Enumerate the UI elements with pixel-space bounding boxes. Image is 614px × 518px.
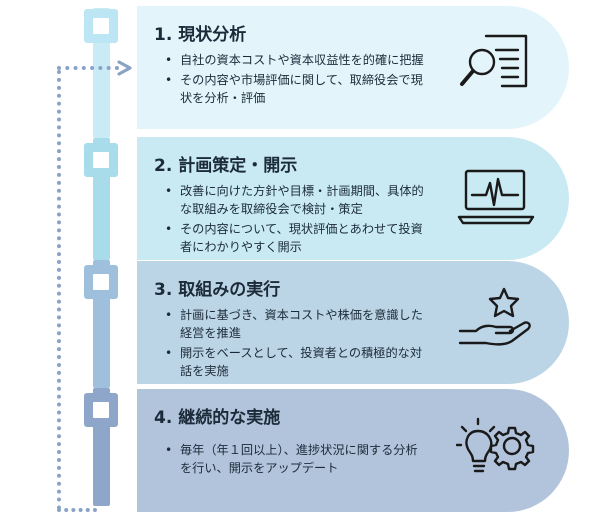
bullet-item: 改善に向けた方針や目標・計画期間、具体的な取組みを取締役会で検討・策定	[163, 182, 428, 218]
bulb-gear-icon	[456, 417, 535, 473]
magnifier-document-icon	[460, 34, 528, 88]
bullet-item: その内容について、現状評価とあわせて投資者にわかりやすく開示	[163, 220, 428, 256]
step-bullets: 計画に基づき、資本コストや株価を意識した経営を推進 開示をベースとして、投資者と…	[163, 306, 428, 382]
step-node-4	[84, 393, 118, 427]
hand-star-icon	[458, 287, 531, 346]
step-card-2: 2. 計画策定・開示 改善に向けた方針や目標・計画期間、具体的な取組みを取締役会…	[137, 137, 569, 260]
bullet-item: その内容や市場評価に関して、取締役会で現状を分析・評価	[163, 71, 428, 107]
step-node-1	[84, 9, 118, 43]
step-bullets: 毎年（年１回以上）、進捗状況に関する分析を行い、開示をアップデート	[163, 441, 428, 479]
loop-back-line-top	[57, 66, 119, 70]
loop-back-line	[57, 70, 61, 510]
bullet-item: 計画に基づき、資本コストや株価を意識した経営を推進	[163, 306, 428, 342]
bullet-item: 毎年（年１回以上）、進捗状況に関する分析を行い、開示をアップデート	[163, 441, 428, 477]
step-title: 3. 取組みの実行	[154, 280, 281, 300]
step-card-3: 3. 取組みの実行 計画に基づき、資本コストや株価を意識した経営を推進 開示をベ…	[137, 261, 569, 384]
step-bullets: 自社の資本コストや資本収益性を的確に把握 その内容や市場評価に関して、取締役会で…	[163, 51, 428, 109]
step-node-3	[84, 265, 118, 299]
bullet-item: 自社の資本コストや資本収益性を的確に把握	[163, 51, 428, 69]
step-title: 4. 継続的な実施	[154, 408, 281, 428]
step-node-2	[84, 143, 118, 177]
laptop-pulse-icon	[457, 169, 535, 225]
step-bullets: 改善に向けた方針や目標・計画期間、具体的な取組みを取締役会で検討・策定 その内容…	[163, 182, 428, 258]
step-card-1: 1. 現状分析 自社の資本コストや資本収益性を的確に把握 その内容や市場評価に関…	[137, 6, 569, 129]
step-card-4: 4. 継続的な実施 毎年（年１回以上）、進捗状況に関する分析を行い、開示をアップ…	[137, 389, 569, 512]
loop-back-line-bottom	[57, 508, 97, 512]
bullet-item: 開示をベースとして、投資者との積極的な対話を実施	[163, 344, 428, 380]
step-title: 2. 計画策定・開示	[154, 156, 298, 176]
step-title: 1. 現状分析	[154, 25, 247, 45]
loop-arrow-icon	[117, 60, 132, 76]
